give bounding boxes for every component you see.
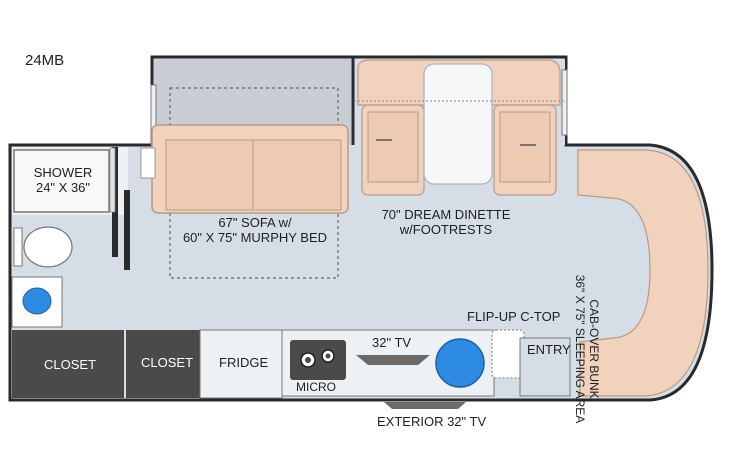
fridge-label: FRIDGE xyxy=(219,355,269,370)
dinette-label: 70" DREAM DINETTE w/FOOTRESTS xyxy=(381,207,511,237)
bath-sink xyxy=(22,287,52,315)
tv-label: 32" TV xyxy=(372,335,412,350)
toilet xyxy=(23,226,73,268)
exterior-tv-shape xyxy=(384,402,466,409)
micro-label: MICRO xyxy=(296,380,336,394)
kitchen-sink xyxy=(435,338,485,388)
entry-step xyxy=(519,337,571,397)
sofa-label: 67" SOFA w/ 60" X 75" MURPHY BED xyxy=(182,215,328,245)
closet-2-label: CLOSET xyxy=(141,355,194,370)
shower xyxy=(13,149,110,213)
microwave-cooktop xyxy=(290,340,346,380)
closet-1 xyxy=(12,330,124,398)
bunk-label: CAB-OVER BUNK 36" X 75" SLEEPING AREA xyxy=(573,274,601,424)
closet-1-label: CLOSET xyxy=(44,357,97,372)
dinette-table xyxy=(423,63,493,185)
entry-label: ENTRY xyxy=(527,342,571,357)
flip-up-label: FLIP-UP C-TOP xyxy=(467,309,561,324)
tv-shape xyxy=(356,355,430,365)
flip-up-countertop xyxy=(491,329,525,379)
fridge xyxy=(199,329,283,399)
dinette xyxy=(354,59,566,196)
closet-2 xyxy=(126,330,200,398)
sofa xyxy=(140,124,349,214)
shower-label: SHOWER 24" X 36" xyxy=(33,165,93,195)
bathroom xyxy=(11,147,130,330)
cab-over-bunk xyxy=(577,149,709,397)
model-name: 24MB xyxy=(25,52,65,69)
exterior-tv-label: EXTERIOR 32" TV xyxy=(377,414,487,429)
